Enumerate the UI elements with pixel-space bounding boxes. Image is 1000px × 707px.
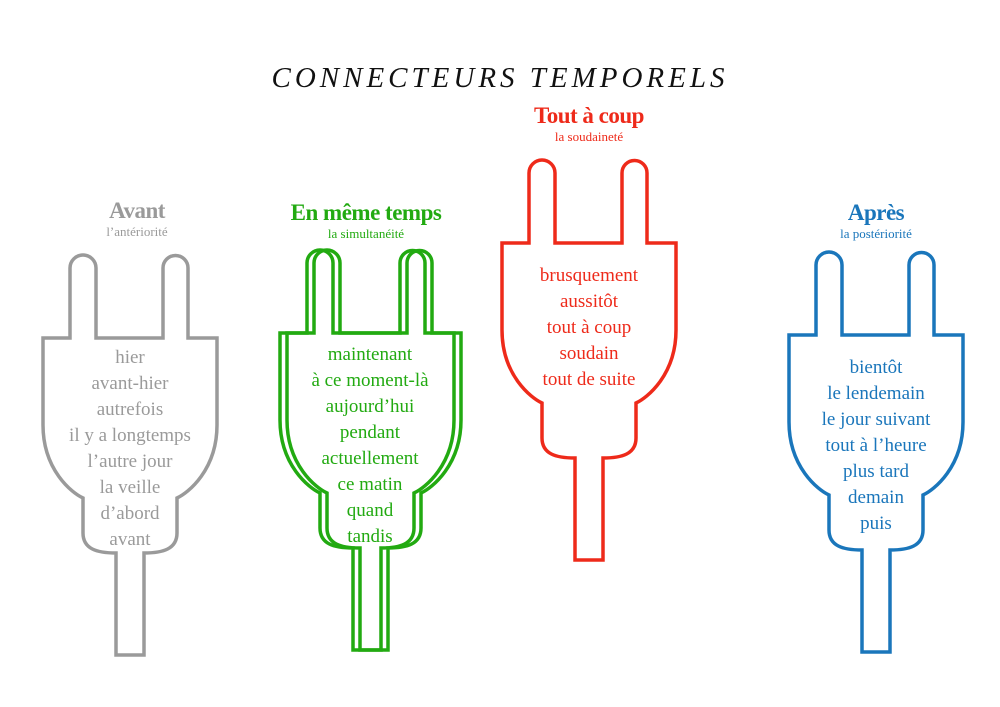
connector-word: tout à l’heure bbox=[825, 435, 927, 456]
connector-list-soudain: brusquement aussitôt tout à coup soudain tou… bbox=[469, 263, 709, 393]
connector-list-avant: hier avant-hier autrefois il y a longtemps l… bbox=[10, 345, 250, 553]
category-subtitle: la simultanéité bbox=[327, 226, 405, 241]
connector-word: autrefois bbox=[96, 399, 164, 420]
connector-word: brusquement bbox=[539, 265, 639, 286]
connector-word: hier bbox=[115, 347, 145, 368]
plug-outline-apres bbox=[787, 250, 965, 654]
connector-word: plus tard bbox=[843, 461, 909, 482]
connector-word: quand bbox=[346, 500, 394, 521]
category-heading: En même temps bbox=[290, 200, 442, 225]
connector-word: d’abord bbox=[100, 503, 160, 524]
plug-outline-simultane bbox=[278, 248, 456, 652]
connector-word: le jour suivant bbox=[821, 409, 931, 430]
page-title: CONNECTEURS TEMPORELS bbox=[271, 62, 729, 94]
connector-list-simultane: maintenant à ce moment-là aujourd’hui penda… bbox=[250, 342, 490, 550]
category-subtitle: la postériorité bbox=[840, 226, 912, 241]
connector-word: le lendemain bbox=[827, 383, 925, 404]
connector-word: tout à coup bbox=[546, 317, 632, 338]
plug-outline-avant bbox=[41, 253, 219, 657]
connector-word: actuellement bbox=[321, 448, 419, 469]
connector-word: aussitôt bbox=[559, 291, 619, 312]
connector-word: tout de suite bbox=[542, 369, 636, 390]
connector-word: la veille bbox=[99, 477, 161, 498]
connector-word: maintenant bbox=[327, 344, 413, 365]
category-heading: Après bbox=[847, 200, 905, 225]
plug-outline-soudain bbox=[500, 158, 678, 562]
category-heading: Tout à coup bbox=[534, 103, 644, 128]
connector-word: l’autre jour bbox=[87, 451, 173, 472]
category-subtitle: l’antériorité bbox=[106, 224, 168, 239]
connector-word: tandis bbox=[347, 526, 393, 547]
connector-word: bientôt bbox=[849, 357, 903, 378]
connector-word: aujourd’hui bbox=[325, 396, 415, 417]
plug-outline-simultane bbox=[285, 248, 463, 652]
connector-list-apres: bientôt le lendemain le jour suivant tout à… bbox=[756, 355, 996, 537]
connector-word: demain bbox=[848, 487, 904, 508]
connector-word: pendant bbox=[339, 422, 401, 443]
connector-word: à ce moment-là bbox=[311, 370, 429, 391]
connector-word: il y a longtemps bbox=[69, 425, 191, 446]
connector-word: avant bbox=[109, 529, 151, 550]
category-subtitle: la soudaineté bbox=[554, 129, 624, 144]
connector-word: avant-hier bbox=[91, 373, 169, 394]
connector-word: puis bbox=[860, 513, 892, 534]
connector-word: soudain bbox=[559, 343, 619, 364]
category-heading: Avant bbox=[109, 198, 165, 223]
connector-word: ce matin bbox=[337, 474, 403, 495]
